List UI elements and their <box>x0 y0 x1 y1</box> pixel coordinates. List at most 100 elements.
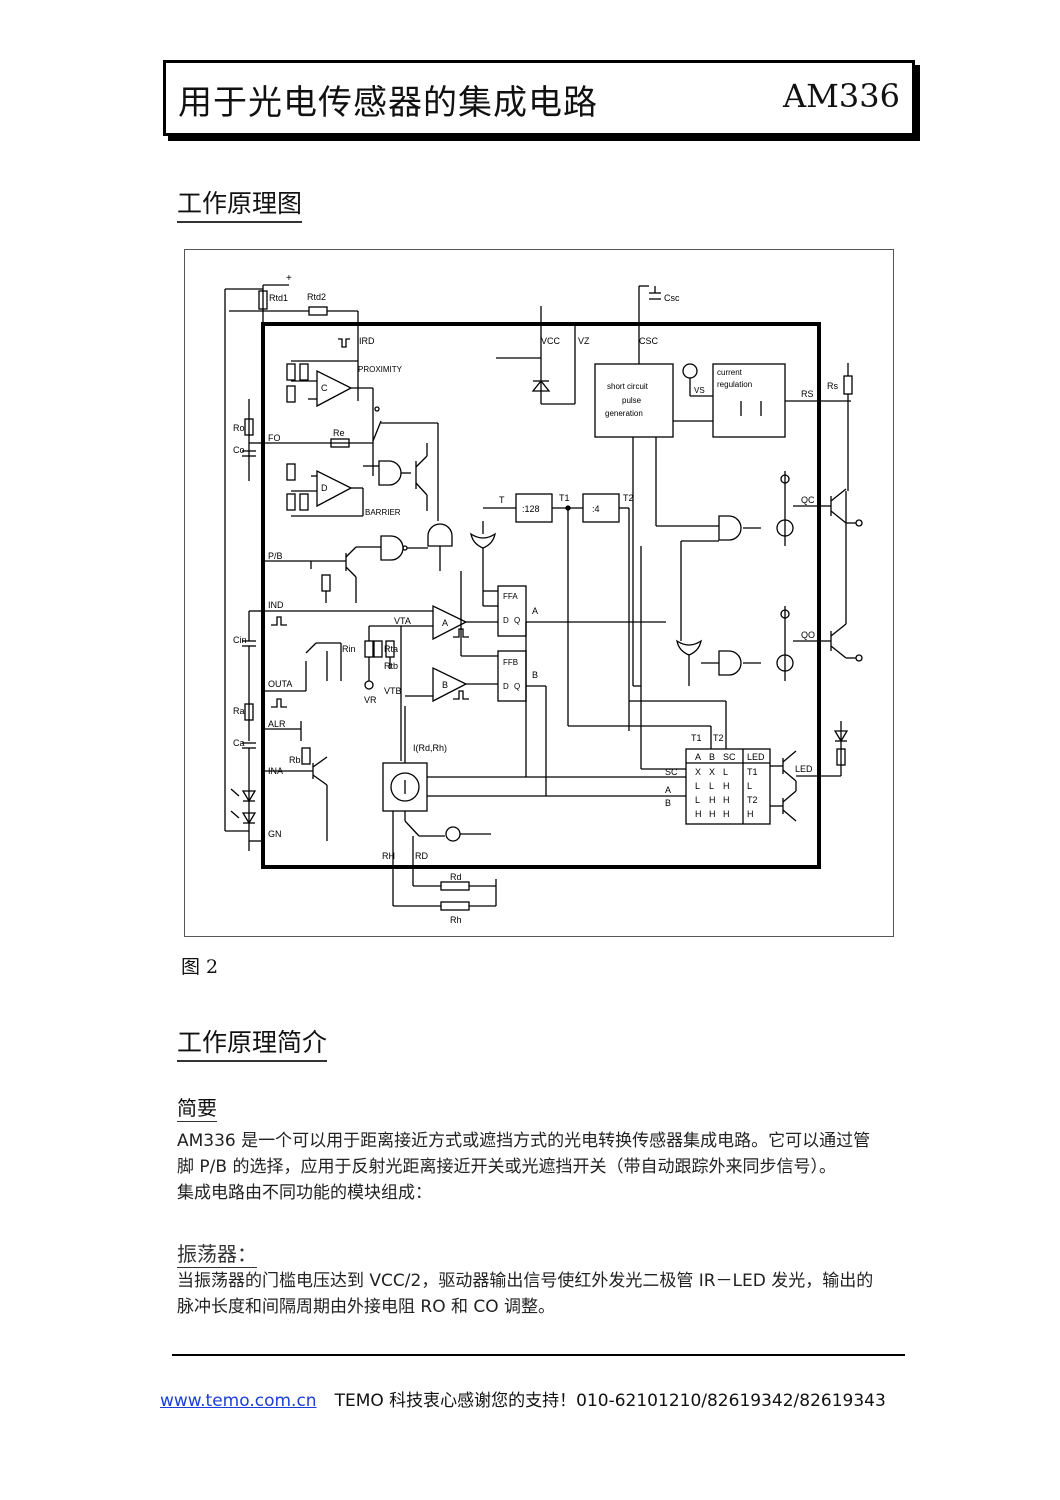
label-tt-sc: SC <box>665 767 678 777</box>
schematic-svg: Rtd1 Rtd2 IRD + C PROXIMITY Ro Co FO Re <box>224 273 863 925</box>
label-t1: T1 <box>559 493 570 503</box>
label-out-b: B <box>532 670 538 680</box>
ro-co-network <box>242 399 373 481</box>
summary-line: 脚 P/B 的选择，应用于反射光距离接近开关或光遮挡开关（带自动跟踪外来同步信号… <box>177 1157 836 1177</box>
label-vz: VZ <box>578 336 590 346</box>
comparator-c <box>286 351 373 408</box>
truth-table-cell: X <box>709 767 715 777</box>
section-heading-schematic: 工作原理图 <box>177 184 303 223</box>
label-vs: VS <box>694 386 705 395</box>
supply-pins <box>496 285 661 405</box>
label-csc-cap: Csc <box>664 293 680 303</box>
label-short-circuit-3: generation <box>605 409 643 418</box>
label-tt-t1: T1 <box>691 733 702 743</box>
truth-table-header: A <box>695 752 701 762</box>
flip-flops <box>460 571 666 796</box>
output-a-stage <box>242 642 342 841</box>
label-a-comp: A <box>442 618 448 628</box>
label-re: Re <box>333 428 345 438</box>
truth-table-cell: L <box>723 767 728 777</box>
summary-line: AM336 是一个可以用于距离接近方式或遮挡方式的光电转换传感器集成电路。它可以… <box>177 1131 871 1151</box>
label-led-pin: LED <box>795 764 813 774</box>
label-tt-t2: T2 <box>713 733 724 743</box>
label-vta: VTA <box>394 616 411 626</box>
label-div4: :4 <box>592 504 600 514</box>
truth-table-cell: H <box>709 809 716 819</box>
label-ro: Ro <box>233 423 245 433</box>
truth-table-cell: L <box>709 781 714 791</box>
current-regulation-block <box>682 363 853 491</box>
truth-table-cell: H <box>695 809 702 819</box>
label-c: C <box>321 383 328 393</box>
label-barrier: BARRIER <box>365 508 401 517</box>
truth-table-cell: T1 <box>747 767 758 777</box>
comparator-d <box>286 388 439 521</box>
truth-table-header: SC <box>723 752 736 762</box>
label-rs-pin: RS <box>801 389 814 399</box>
ic-outline <box>261 322 821 869</box>
current-source <box>382 706 686 911</box>
label-alr: ALR <box>268 719 286 729</box>
label-d-comp: D <box>321 483 328 493</box>
summary-paragraph: AM336 是一个可以用于距离接近方式或遮挡方式的光电转换传感器集成电路。它可以… <box>177 1128 912 1206</box>
figure-caption: 图 2 <box>181 956 219 978</box>
truth-table-cell: H <box>723 781 730 791</box>
website-link[interactable]: www.temo.com.cn <box>160 1391 317 1411</box>
truth-table-cell: X <box>695 767 701 777</box>
label-current: current <box>717 368 743 377</box>
label-proximity: PROXIMITY <box>358 365 403 374</box>
truth-table-cell: L <box>695 781 700 791</box>
label-vcc: VCC <box>541 336 561 346</box>
label-ca: Ca <box>233 738 245 748</box>
label-rb: Rb <box>289 755 301 765</box>
label-b-comp: B <box>442 680 448 690</box>
label-ffb-q: Q <box>514 682 520 691</box>
svg-text:+: + <box>286 273 292 284</box>
short-circuit-block <box>594 363 719 770</box>
truth-table-cell: L <box>695 795 700 805</box>
label-tt-a: A <box>665 785 671 795</box>
label-rh-pin: RH <box>382 851 395 861</box>
title-box: 用于光电传感器的集成电路 AM336 <box>163 60 915 136</box>
truth-table-cell: H <box>723 809 730 819</box>
label-ffa-d: D <box>503 616 509 625</box>
label-ffa: FFA <box>503 592 518 601</box>
section-heading-principle: 工作原理简介 <box>177 1023 328 1062</box>
label-i-rd-rh: I(Rd,Rh) <box>413 743 447 753</box>
label-rh-res: Rh <box>450 915 462 925</box>
rtd-network <box>224 284 359 831</box>
label-co: Co <box>233 445 245 455</box>
label-qc: QC <box>801 495 815 505</box>
label-rd-res: Rd <box>450 872 462 882</box>
logic-gates-mid <box>427 521 498 607</box>
qc-qo-outputs <box>676 471 863 686</box>
label-outa: OUTA <box>268 679 292 689</box>
truth-table-cell: L <box>747 781 752 791</box>
threshold-resistors <box>364 625 401 690</box>
barrier-gate <box>363 443 428 511</box>
label-ind: IND <box>268 600 284 610</box>
part-number: AM336 <box>783 77 900 115</box>
label-fo: FO <box>268 433 281 443</box>
ind-input <box>242 610 433 701</box>
label-rta: Rta <box>384 644 398 654</box>
label-div128: :128 <box>522 504 540 514</box>
circuit-diagram: Rtd1 Rtd2 IRD + C PROXIMITY Ro Co FO Re <box>184 249 894 937</box>
truth-table-header: B <box>709 752 715 762</box>
label-gn: GN <box>268 829 282 839</box>
footer-divider <box>172 1354 905 1356</box>
label-ffb: FFB <box>503 658 518 667</box>
label-qo: QO <box>801 630 815 640</box>
label-ina: INA <box>268 766 283 776</box>
label-ra: Ra <box>233 706 245 716</box>
label-t2: T2 <box>623 493 634 503</box>
label-rtd1: Rtd1 <box>269 293 288 303</box>
label-cin: Cin <box>233 635 247 645</box>
truth-table-cell: T2 <box>747 795 758 805</box>
summary-heading: 简要 <box>177 1092 217 1122</box>
label-out-a: A <box>532 606 538 616</box>
truth-table-cell: H <box>723 795 730 805</box>
dividers <box>483 493 727 749</box>
